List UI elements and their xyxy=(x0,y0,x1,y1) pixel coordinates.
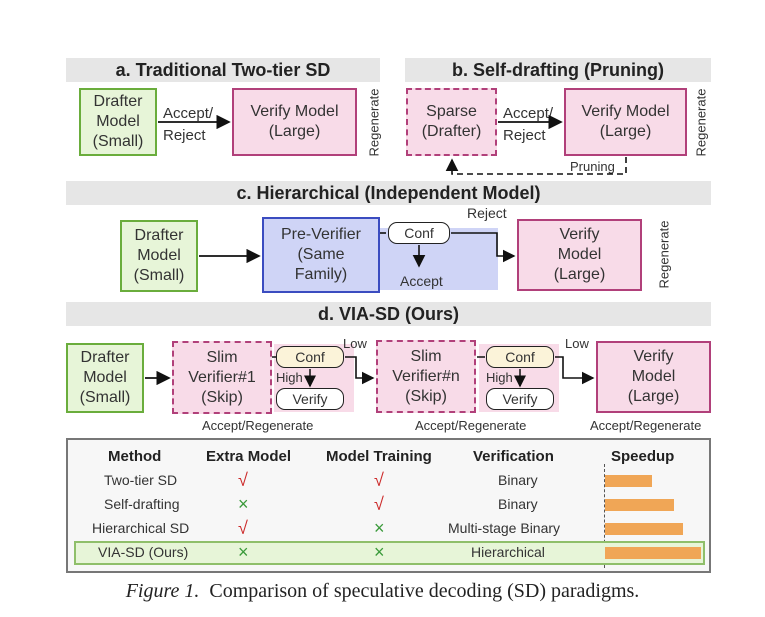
caption-text: Comparison of speculative decoding (SD) … xyxy=(209,580,640,602)
row-3-verification: Multi-stage Binary xyxy=(448,520,561,536)
header-speedup: Speedup xyxy=(611,448,675,465)
row-1-verification: Binary xyxy=(498,472,538,488)
d-verify-node-2: Verify xyxy=(486,388,554,410)
header-verification: Verification xyxy=(473,448,554,465)
section-c-title: c. Hierarchical (Independent Model) xyxy=(66,181,711,205)
row-4-extra: × xyxy=(238,542,249,562)
c-verify-model: Verify Model (Large) xyxy=(517,219,642,291)
row-2-training: √ xyxy=(374,494,384,514)
d-verify-model: Verify Model (Large) xyxy=(596,341,711,413)
d-conf-node-1: Conf xyxy=(276,346,344,368)
c-accept-label: Accept xyxy=(400,273,443,289)
header-model-training: Model Training xyxy=(326,448,432,465)
d-low-label-1: Low xyxy=(343,336,367,351)
row-2-extra: × xyxy=(238,494,249,514)
caption-label: Figure 1. xyxy=(125,580,200,602)
c-reject-label: Reject xyxy=(467,205,507,221)
row-2-method: Self-drafting xyxy=(104,496,180,512)
d-accept-regenerate-2: Accept/Regenerate xyxy=(415,418,527,433)
d-slim-verifier-n: Slim Verifier#n (Skip) xyxy=(376,340,476,413)
section-d-title: d. VIA-SD (Ours) xyxy=(66,302,711,326)
row-1-training: √ xyxy=(374,470,384,490)
comparison-table: Method Extra Model Model Training Verifi… xyxy=(66,438,711,573)
row-3-method: Hierarchical SD xyxy=(92,520,190,536)
row-4-training: × xyxy=(374,542,385,562)
d-low-label-2: Low xyxy=(565,336,589,351)
a-drafter-model: Drafter Model (Small) xyxy=(79,88,157,156)
b-sparse-drafter: Sparse (Drafter) xyxy=(406,88,497,156)
d-verify-node-1: Verify xyxy=(276,388,344,410)
row-2-verification: Binary xyxy=(498,496,538,512)
figure-caption: Figure 1. Comparison of speculative deco… xyxy=(0,580,765,603)
b-accept-reject-label: Accept/ Reject xyxy=(503,105,554,144)
d-accept-regenerate-1: Accept/Regenerate xyxy=(202,418,314,433)
row-3-extra: √ xyxy=(238,518,248,538)
c-pre-verifier: Pre-Verifier (Same Family) xyxy=(262,217,380,293)
a-accept-reject-label: Accept/ Reject xyxy=(163,105,214,144)
section-a-title: a. Traditional Two-tier SD xyxy=(66,58,380,82)
speedup-bar-4 xyxy=(605,547,701,559)
d-arrow-low2 xyxy=(555,356,595,385)
header-extra-model: Extra Model xyxy=(206,448,292,465)
a-verify-model: Verify Model (Large) xyxy=(232,88,357,156)
row-4-method: VIA-SD (Ours) xyxy=(98,544,189,560)
row-3-training: × xyxy=(374,518,385,538)
speedup-bar-2 xyxy=(605,499,674,511)
c-drafter-model: Drafter Model (Small) xyxy=(120,220,198,292)
c-arrow-reject xyxy=(451,232,516,263)
b-pruning-loop xyxy=(445,157,627,175)
speedup-axis-line xyxy=(604,464,605,568)
row-4-verification: Hierarchical xyxy=(471,544,545,560)
highlight-row xyxy=(74,541,705,565)
d-conf-node-2: Conf xyxy=(486,346,554,368)
header-method: Method xyxy=(108,448,162,465)
b-pruning-label: Pruning xyxy=(570,159,615,174)
d-drafter-model: Drafter Model (Small) xyxy=(66,343,144,413)
d-slim-verifier-1: Slim Verifier#1 (Skip) xyxy=(172,341,272,414)
speedup-bar-3 xyxy=(605,523,683,535)
b-verify-model: Verify Model (Large) xyxy=(564,88,687,156)
c-conf-node: Conf xyxy=(388,222,450,244)
d-arrow-low1 xyxy=(345,356,375,385)
row-1-method: Two-tier SD xyxy=(104,472,178,488)
section-b-title: b. Self-drafting (Pruning) xyxy=(405,58,711,82)
d-accept-regenerate-3: Accept/Regenerate xyxy=(590,418,702,433)
speedup-bar-1 xyxy=(605,475,652,487)
d-high-label-1: High xyxy=(276,370,303,385)
d-high-label-2: High xyxy=(486,370,513,385)
row-1-extra: √ xyxy=(238,470,248,490)
